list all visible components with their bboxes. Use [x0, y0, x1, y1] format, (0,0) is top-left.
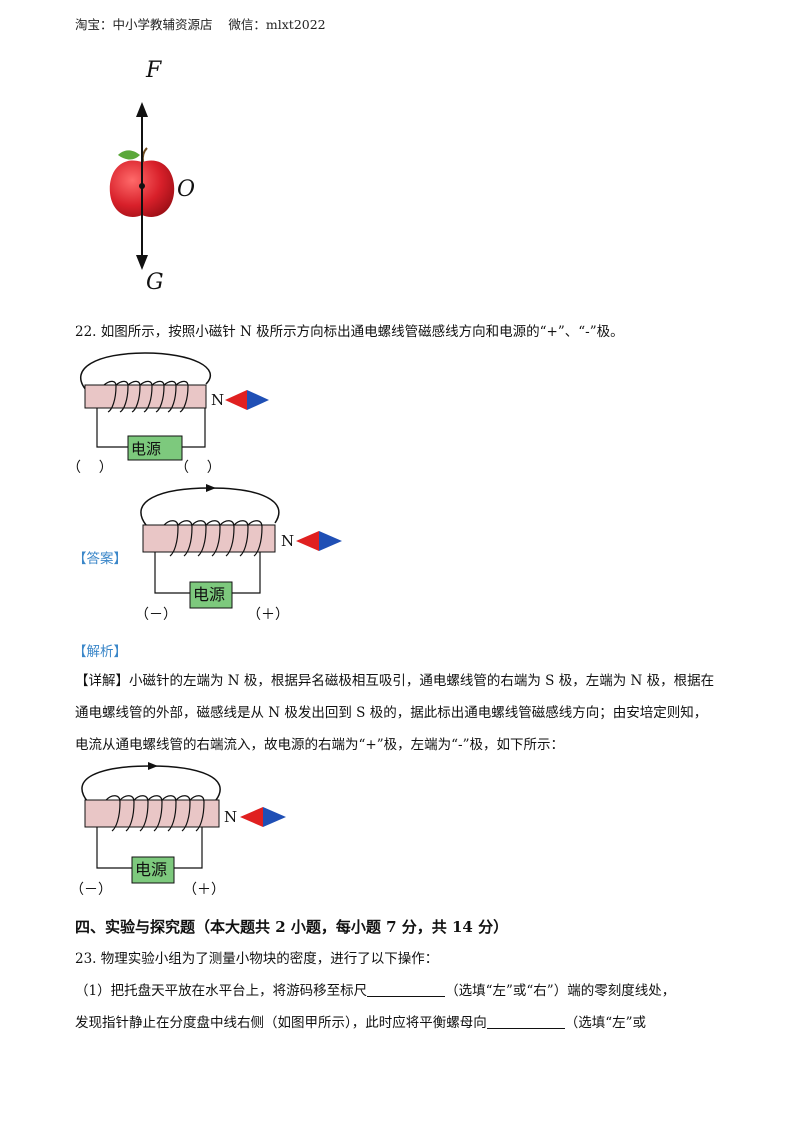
power-source-label: 电源: [135, 860, 168, 879]
analysis-line-1: 【详解】小磁针的左端为 N 极，根据异名磁极相互吸引，通电螺线管的右端为 S 极…: [75, 673, 715, 689]
right-pole-answer: （＋）: [247, 607, 289, 623]
needle-n-label: N: [211, 391, 225, 409]
circuit-wire: [154, 552, 261, 594]
needle-south-blue: [319, 531, 342, 551]
circuit-wire: [96, 827, 203, 869]
needle-n-label: N: [281, 532, 295, 550]
q23-text: （选填“左”或“右”）端的零刻度线处，: [445, 983, 676, 999]
field-direction-arrowhead: [148, 762, 158, 770]
q23-text: （1）把托盘天平放在水平台上，将游码移至标尺: [75, 983, 368, 999]
power-source-box: [127, 435, 183, 461]
analysis-line-2: 通电螺线管的外部，磁感线是从 N 极发出回到 S 极的，据此标出通电螺线管磁感线…: [75, 705, 708, 721]
answer-blank[interactable]: [486, 1014, 565, 1029]
power-source-label: 电源: [131, 440, 162, 458]
power-source-box: [131, 856, 175, 884]
point-o-label: O: [177, 177, 196, 202]
q23-intro: 23. 物理实验小组为了测量小物块的密度，进行了以下操作：: [75, 951, 439, 967]
q23-text: （选填“左”或: [564, 1015, 647, 1031]
left-pole-answer: （－）: [135, 607, 177, 623]
needle-n-label: N: [224, 808, 238, 826]
field-line: [80, 352, 212, 391]
q22-question: 22. 如图所示，按照小磁针 N 极所示方向标出通电螺线管磁感线方向和电源的“+…: [75, 324, 624, 340]
right-pole-blank: （ ）: [175, 460, 221, 476]
coil-windings: [105, 795, 205, 832]
circuit-wire: [96, 408, 206, 448]
q23-part1-line1: （1）把托盘天平放在水平台上，将游码移至标尺 （选填“左”或“右”）端的零刻度线处…: [75, 981, 675, 1001]
solenoid-figure-question: [80, 352, 269, 461]
q23-part1-line2: 发现指针静止在分度盘中线右侧（如图甲所示），此时应将平衡螺母向 （选填“左”或: [75, 1013, 646, 1033]
force-g-label: G: [146, 270, 164, 295]
solenoid-core: [142, 524, 276, 553]
section-title: 四、实验与探究题（本大题共 2 小题，每小题 7 分，共 14 分）: [75, 918, 509, 936]
field-direction-arrowhead: [206, 484, 216, 492]
needle-south-blue: [247, 390, 269, 410]
solenoid-core: [84, 799, 220, 828]
answer-tag: 【答案】: [73, 551, 127, 567]
needle-south-blue: [263, 807, 286, 827]
coil-windings: [103, 380, 189, 413]
q23-text: 发现指针静止在分度盘中线右侧（如图甲所示），此时应将平衡螺母向: [75, 1015, 487, 1031]
power-source-box: [189, 581, 233, 609]
right-pole-analysis: （＋）: [183, 882, 225, 898]
needle-north-red: [296, 531, 319, 551]
needle-north-red: [240, 807, 263, 827]
left-pole-blank: （ ）: [67, 460, 113, 476]
field-line: [140, 487, 280, 526]
coil-windings: [163, 520, 263, 557]
force-f-arrowhead: [136, 102, 148, 117]
analysis-line-3: 电流从通电螺线管的右端流入，故电源的右端为“+”极，左端为“-”极，如下所示：: [75, 737, 564, 753]
left-pole-analysis: （－）: [70, 882, 112, 898]
field-line: [81, 765, 221, 803]
solenoid-figure-answer: [140, 484, 342, 609]
page-header: 淘宝：中小学教辅资源店 微信：mlxt2022: [75, 17, 326, 32]
analysis-tag: 【解析】: [73, 644, 127, 660]
apple-force-diagram: [109, 102, 175, 270]
solenoid-figure-analysis: [81, 762, 286, 884]
force-f-label: F: [146, 58, 162, 83]
answer-blank[interactable]: [367, 982, 446, 997]
center-point-o: [139, 183, 145, 189]
power-source-label: 电源: [193, 585, 226, 604]
needle-north-red: [225, 390, 247, 410]
force-g-arrowhead: [136, 255, 148, 270]
